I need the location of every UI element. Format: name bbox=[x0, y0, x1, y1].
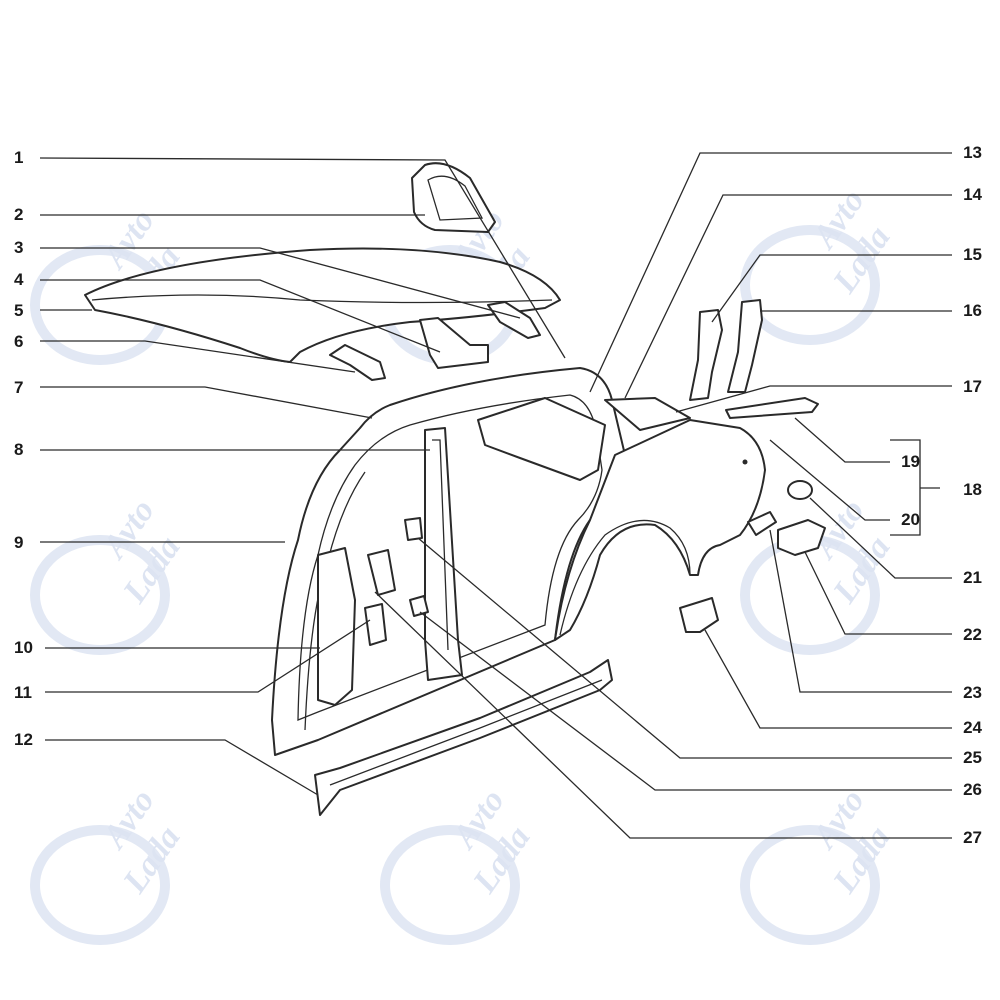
callout-21: 21 bbox=[963, 568, 982, 587]
callout-16: 16 bbox=[963, 301, 982, 320]
c-pillar-reinforcement-right bbox=[727, 299, 763, 393]
rubber-bump-stop bbox=[787, 480, 813, 500]
leader-line-25 bbox=[417, 537, 952, 759]
callout-5: 5 bbox=[14, 301, 23, 320]
roof-bow-middle bbox=[419, 317, 489, 369]
roof-bow-rear bbox=[487, 301, 541, 339]
leader-line-17 bbox=[675, 385, 952, 413]
leader-line-26 bbox=[419, 611, 952, 791]
leader-line-4 bbox=[40, 279, 441, 353]
rocker-sill-edge bbox=[329, 679, 603, 786]
watermark-car-icon bbox=[30, 825, 170, 945]
callout-9: 9 bbox=[14, 533, 23, 552]
callout-6: 6 bbox=[14, 332, 23, 351]
upper-reinforcement-inner bbox=[427, 175, 484, 221]
callout-13: 13 bbox=[963, 143, 982, 162]
leader-line-14 bbox=[624, 194, 952, 399]
watermark-car-icon bbox=[740, 825, 880, 945]
callout-19: 19 bbox=[901, 452, 920, 471]
leader-line-12 bbox=[45, 739, 319, 796]
watermark-car-icon bbox=[30, 535, 170, 655]
rear-shelf bbox=[604, 397, 691, 431]
watermark-car-icon bbox=[380, 825, 520, 945]
hinge-reinforcement-lower bbox=[409, 595, 429, 617]
hinge-reinforcement-upper bbox=[364, 603, 387, 646]
roof-bow-front bbox=[329, 344, 386, 381]
callout-7: 7 bbox=[14, 378, 23, 397]
hinge-bracket-rear bbox=[747, 511, 777, 536]
c-pillar-reinforcement-left bbox=[689, 309, 723, 401]
leader-lines bbox=[39, 152, 952, 839]
callout-3: 3 bbox=[14, 238, 23, 257]
callout-8: 8 bbox=[14, 440, 23, 459]
leader-line-13 bbox=[589, 152, 952, 393]
mud-bracket bbox=[777, 519, 826, 556]
watermark-car-icon bbox=[740, 225, 880, 345]
a-pillar-reinforcement bbox=[317, 547, 356, 706]
callout-25: 25 bbox=[963, 748, 982, 767]
leader-line-11 bbox=[45, 619, 371, 693]
inner-wheel-housing bbox=[477, 397, 606, 481]
callout-10: 10 bbox=[14, 638, 33, 657]
callout-20: 20 bbox=[901, 510, 920, 529]
body-parts bbox=[84, 162, 826, 816]
callout-24: 24 bbox=[963, 718, 982, 737]
door-hinge-plate bbox=[679, 597, 719, 633]
roof-panel-edge bbox=[91, 294, 553, 304]
callout-1: 1 bbox=[14, 148, 23, 167]
callout-26: 26 bbox=[963, 780, 982, 799]
b-pillar-inner bbox=[432, 439, 449, 651]
callout-2: 2 bbox=[14, 205, 23, 224]
leader-line-20 bbox=[769, 439, 890, 521]
rain-gutter-strip bbox=[725, 397, 819, 419]
callout-12: 12 bbox=[14, 730, 33, 749]
leader-line-1 bbox=[39, 157, 566, 359]
fuel-filler-dot bbox=[742, 459, 748, 465]
leader-line-27 bbox=[374, 591, 952, 839]
callout-4: 4 bbox=[14, 270, 24, 289]
leader-line-22 bbox=[804, 551, 952, 635]
leader-line-21 bbox=[809, 497, 952, 579]
callout-17: 17 bbox=[963, 377, 982, 396]
leader-line-19 bbox=[794, 417, 890, 463]
leader-line-3 bbox=[40, 247, 521, 319]
leader-line-23 bbox=[769, 529, 952, 693]
upper-reinforcement-panel bbox=[411, 162, 496, 233]
callout-11: 11 bbox=[14, 683, 32, 702]
leader-line-15 bbox=[711, 254, 952, 323]
leader-line-7 bbox=[40, 386, 373, 419]
group-bracket-18 bbox=[890, 439, 940, 536]
rear-wheel-arch bbox=[559, 519, 691, 636]
callout-labels: 1234567891011121314151617181920212223242… bbox=[14, 143, 983, 847]
callout-23: 23 bbox=[963, 683, 982, 702]
leader-line-6 bbox=[40, 340, 356, 373]
lock-reinforcement bbox=[404, 517, 423, 541]
rear-quarter-panel bbox=[554, 419, 766, 641]
leader-line-24 bbox=[704, 629, 952, 729]
pillar-inner-bracket bbox=[367, 549, 396, 596]
callout-14: 14 bbox=[963, 185, 982, 204]
callout-27: 27 bbox=[963, 828, 982, 847]
rocker-sill bbox=[314, 659, 613, 816]
callout-18: 18 bbox=[963, 480, 982, 499]
callout-22: 22 bbox=[963, 625, 982, 644]
callout-15: 15 bbox=[963, 245, 982, 264]
